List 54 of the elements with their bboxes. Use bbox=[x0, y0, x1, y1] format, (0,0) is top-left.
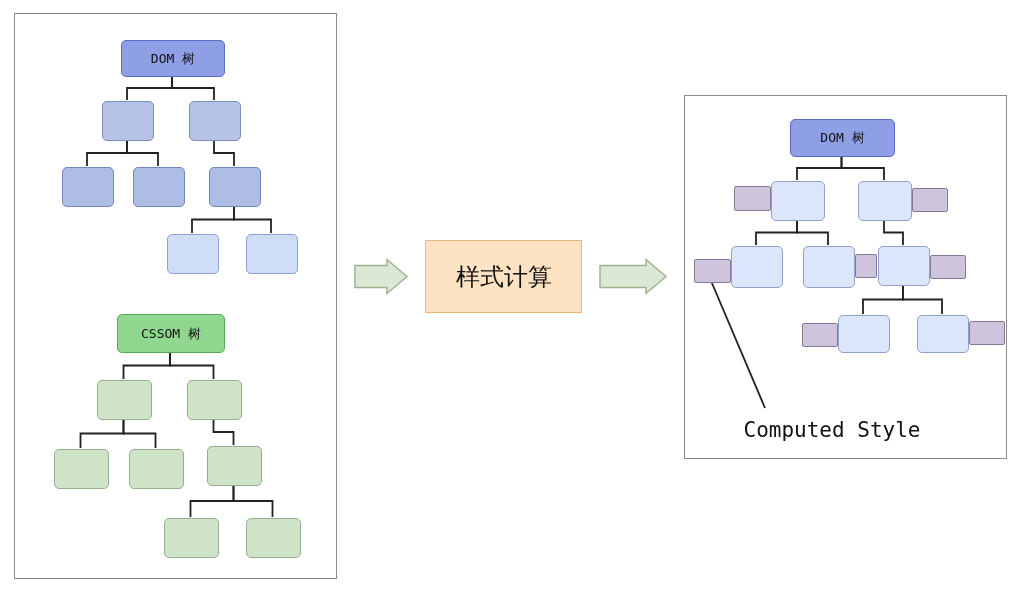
tree-connector bbox=[232, 484, 274, 518]
tree-connector bbox=[902, 284, 943, 315]
tree-node-box bbox=[187, 380, 242, 420]
callout-text: Computed Style bbox=[743, 418, 921, 442]
tree-node-box bbox=[858, 181, 912, 221]
style-box bbox=[912, 188, 948, 212]
tree-connector bbox=[122, 418, 157, 449]
style-box bbox=[694, 259, 731, 283]
style-box bbox=[734, 186, 771, 211]
tree-node-box bbox=[207, 446, 262, 486]
style-box bbox=[802, 323, 838, 347]
style-box bbox=[930, 255, 966, 279]
tree-node-box bbox=[803, 246, 855, 288]
tree-root-box bbox=[121, 40, 225, 77]
panel-frame bbox=[684, 95, 1007, 459]
tree-connector bbox=[213, 139, 235, 167]
tree-node-box bbox=[54, 449, 109, 489]
tree-node-box bbox=[164, 518, 219, 558]
tree-connector bbox=[169, 351, 215, 380]
block-arrow bbox=[599, 257, 668, 296]
tree-node-box bbox=[209, 167, 261, 207]
tree-node-box bbox=[838, 315, 890, 353]
tree-node-box bbox=[246, 234, 298, 274]
tree-node-box bbox=[246, 518, 301, 558]
tree-root-box bbox=[790, 119, 895, 157]
tree-node-box bbox=[97, 380, 152, 420]
style-box bbox=[969, 321, 1005, 345]
tree-node-box bbox=[133, 167, 185, 207]
tree-node-box bbox=[771, 181, 825, 221]
block-arrow bbox=[354, 257, 409, 296]
node-label: DOM 树 bbox=[150, 49, 196, 68]
tree-connector bbox=[796, 219, 829, 246]
tree-connector bbox=[126, 139, 159, 167]
process-box bbox=[425, 240, 582, 313]
panel-frame bbox=[14, 13, 337, 579]
tree-node-box bbox=[189, 101, 241, 141]
style-box bbox=[855, 254, 877, 278]
tree-node-box bbox=[731, 246, 783, 288]
tree-node-box bbox=[62, 167, 114, 207]
tree-connector bbox=[212, 418, 235, 446]
tree-connector bbox=[883, 219, 904, 246]
tree-connector bbox=[840, 155, 885, 181]
tree-node-box bbox=[917, 315, 969, 353]
node-label: DOM 树 bbox=[820, 129, 865, 147]
tree-root-box bbox=[117, 314, 225, 353]
tree-connector bbox=[171, 75, 215, 101]
tree-node-box bbox=[129, 449, 184, 489]
tree-node-box bbox=[878, 246, 930, 286]
tree-node-box bbox=[167, 234, 219, 274]
leader-line bbox=[710, 281, 766, 409]
tree-connector bbox=[233, 205, 272, 234]
node-label: 样式计算 bbox=[455, 261, 552, 293]
node-label: CSSOM 树 bbox=[141, 324, 201, 343]
tree-node-box bbox=[102, 101, 154, 141]
